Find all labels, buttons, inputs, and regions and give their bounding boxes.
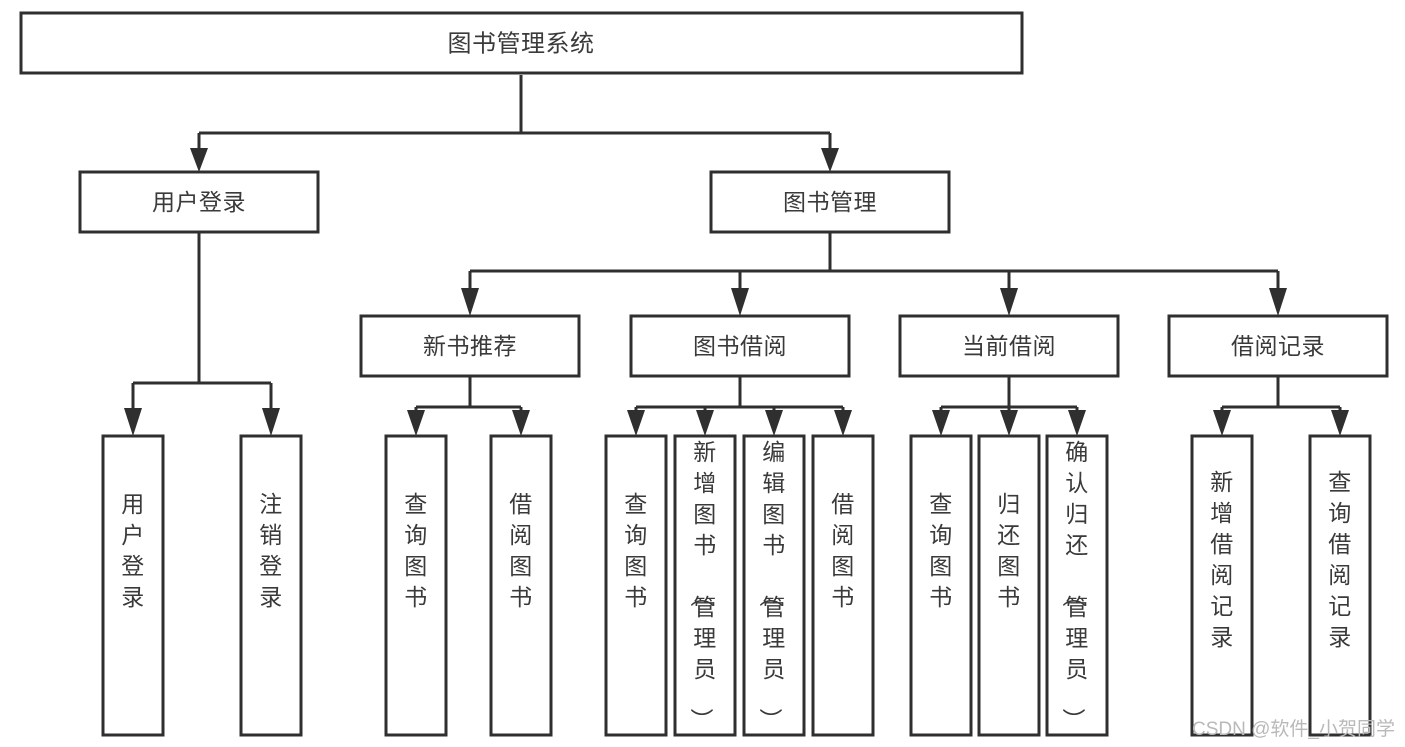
- node-leaf-query-book-1[interactable]: 查询图书: [384, 434, 448, 737]
- node-leaf-borrow-book-1-label: 借阅图书: [509, 491, 533, 610]
- node-leaf-add-record-label: 新增借阅记录: [1210, 469, 1234, 650]
- node-book-manage[interactable]: 图书管理: [709, 170, 951, 234]
- node-leaf-edit-book-label: 编辑图书（管理员）: [757, 439, 786, 732]
- arrowhead-leaf-confirm-return: [1068, 410, 1086, 436]
- node-leaf-add-book[interactable]: 新增图书（管理员）: [673, 434, 737, 737]
- node-borrow-record[interactable]: 借阅记录: [1167, 314, 1389, 378]
- node-leaf-borrow-book-1[interactable]: 借阅图书: [489, 434, 553, 737]
- arrowhead-leaf-query-book-3: [932, 410, 950, 436]
- node-leaf-borrow-book-1-box[interactable]: [489, 434, 553, 737]
- node-new-book-rec-label: 新书推荐: [423, 333, 517, 359]
- node-leaf-borrow-book-2-box[interactable]: [811, 434, 875, 737]
- arrowhead-current-borrow: [1000, 288, 1018, 316]
- node-new-book-rec-box[interactable]: [359, 314, 581, 378]
- connectors-book-manage-to-level2: [461, 232, 1287, 316]
- node-current-borrow-label: 当前借阅: [962, 333, 1056, 359]
- arrowhead-leaf-query-record: [1331, 410, 1349, 436]
- arrowhead-leaf-query-book-1: [407, 410, 425, 436]
- arrowhead-new-book-rec: [461, 288, 479, 316]
- arrowhead-leaf-edit-book: [765, 410, 783, 436]
- node-leaf-add-book-box[interactable]: [673, 434, 737, 737]
- connectors-user-login-to-leaves: [124, 232, 280, 436]
- node-leaf-return-book[interactable]: 归还图书: [977, 434, 1041, 737]
- arrowhead-leaf-add-book: [696, 410, 714, 436]
- node-leaf-query-book-3-box[interactable]: [909, 434, 973, 737]
- connectors-book-borrow-to-leaves: [627, 376, 852, 436]
- node-leaf-query-book-3[interactable]: 查询图书: [909, 434, 973, 737]
- node-user-login-label: 用户登录: [152, 189, 246, 215]
- node-root[interactable]: 图书管理系统: [19, 11, 1024, 75]
- node-leaf-add-book-label: 新增图书（管理员）: [688, 439, 717, 732]
- arrowhead-leaf-add-record: [1213, 410, 1231, 436]
- node-book-manage-box[interactable]: [709, 170, 951, 234]
- connectors-new-book-rec-to-leaves: [407, 376, 530, 436]
- node-leaf-confirm-return-box[interactable]: [1045, 434, 1109, 737]
- node-leaf-add-record-box[interactable]: [1190, 434, 1254, 737]
- node-leaf-confirm-return-label: 确认归还（管理员）: [1060, 439, 1089, 732]
- node-borrow-record-label: 借阅记录: [1231, 333, 1325, 359]
- node-leaf-query-book-1-box[interactable]: [384, 434, 448, 737]
- node-current-borrow[interactable]: 当前借阅: [898, 314, 1120, 378]
- node-leaf-user-logout-label: 注销登录: [259, 491, 283, 610]
- node-new-book-rec[interactable]: 新书推荐: [359, 314, 581, 378]
- node-leaf-query-record-label: 查询借阅记录: [1328, 469, 1352, 650]
- node-user-login-box[interactable]: [78, 170, 320, 234]
- arrowhead-borrow-record: [1269, 288, 1287, 316]
- node-user-login[interactable]: 用户登录: [78, 170, 320, 234]
- node-leaf-confirm-return[interactable]: 确认归还（管理员）: [1045, 434, 1109, 737]
- node-leaf-user-login[interactable]: 用户登录: [101, 434, 165, 737]
- node-leaf-return-book-label: 归还图书: [997, 491, 1021, 610]
- node-root-box[interactable]: [19, 11, 1024, 75]
- node-leaf-user-logout[interactable]: 注销登录: [239, 434, 303, 737]
- node-leaf-query-book-2[interactable]: 查询图书: [604, 434, 668, 737]
- arrowhead-book-borrow: [731, 288, 749, 316]
- node-root-label: 图书管理系统: [448, 30, 595, 57]
- arrowhead-leaf-return-book: [1000, 410, 1018, 436]
- arrowhead-leaf-user-login: [124, 408, 142, 436]
- node-borrow-record-box[interactable]: [1167, 314, 1389, 378]
- node-leaf-add-record[interactable]: 新增借阅记录: [1190, 434, 1254, 737]
- node-leaf-edit-book[interactable]: 编辑图书（管理员）: [742, 434, 806, 737]
- node-leaf-query-record[interactable]: 查询借阅记录: [1308, 434, 1372, 737]
- node-leaf-return-book-box[interactable]: [977, 434, 1041, 737]
- node-leaf-query-book-2-box[interactable]: [604, 434, 668, 737]
- node-leaf-user-logout-box[interactable]: [239, 434, 303, 737]
- node-leaf-borrow-book-2[interactable]: 借阅图书: [811, 434, 875, 737]
- node-leaf-borrow-book-2-label: 借阅图书: [831, 491, 855, 610]
- arrowhead-leaf-borrow-book-2: [834, 410, 852, 436]
- node-leaf-edit-book-box[interactable]: [742, 434, 806, 737]
- node-leaf-query-book-2-label: 查询图书: [624, 491, 648, 610]
- connectors-borrow-record-to-leaves: [1213, 376, 1349, 436]
- arrowhead-leaf-query-book-2: [627, 410, 645, 436]
- node-leaf-user-login-box[interactable]: [101, 434, 165, 737]
- connectors-root-to-level1: [190, 75, 839, 172]
- node-book-manage-label: 图书管理: [783, 189, 877, 215]
- connectors-current-borrow-to-leaves: [932, 376, 1086, 436]
- arrowhead-leaf-user-logout: [262, 408, 280, 436]
- node-leaf-query-book-3-label: 查询图书: [929, 491, 953, 610]
- arrowhead-leaf-borrow-book-1: [512, 410, 530, 436]
- node-book-borrow[interactable]: 图书借阅: [629, 314, 851, 378]
- node-book-borrow-box[interactable]: [629, 314, 851, 378]
- arrowhead-user-login: [190, 148, 208, 172]
- node-book-borrow-label: 图书借阅: [693, 333, 787, 359]
- node-leaf-query-record-box[interactable]: [1308, 434, 1372, 737]
- node-leaf-query-book-1-label: 查询图书: [404, 491, 428, 610]
- arrowhead-book-manage: [821, 148, 839, 172]
- node-leaf-user-login-label: 用户登录: [121, 491, 145, 610]
- node-current-borrow-box[interactable]: [898, 314, 1120, 378]
